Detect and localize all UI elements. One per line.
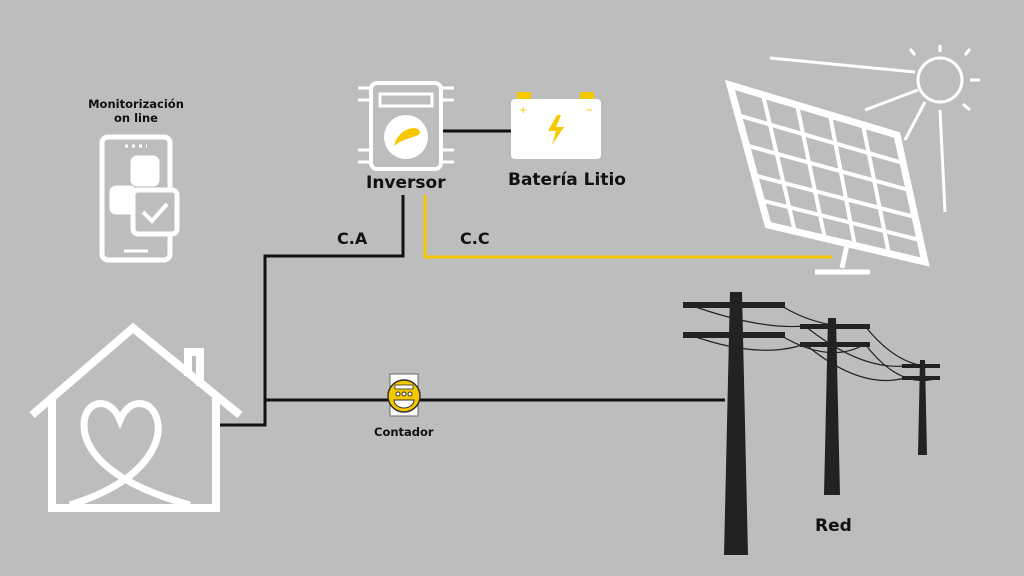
- monitoring-label: Monitorización on line: [86, 97, 186, 125]
- ac-label: C.A: [337, 229, 368, 248]
- monitoring-label-line2: on line: [114, 111, 158, 125]
- battery-label: Batería Litio: [508, 170, 626, 190]
- solar-panel-icon: [724, 79, 930, 275]
- inverter-label: Inversor: [366, 173, 446, 193]
- meter-label: Contador: [374, 425, 434, 439]
- inverter-icon: [358, 81, 454, 171]
- house-heart-icon: [29, 322, 243, 512]
- svg-text:+: +: [519, 105, 527, 116]
- dc-label: C.C: [460, 229, 490, 248]
- meter-icon: [387, 373, 421, 417]
- monitoring-label-line1: Monitorización: [88, 97, 184, 111]
- svg-text:−: −: [585, 105, 593, 116]
- grid-label: Red: [815, 516, 852, 536]
- dc-line: [423, 195, 832, 259]
- battery-icon: + −: [511, 92, 601, 159]
- sun-icon: [769, 45, 980, 213]
- ac-line: [218, 195, 405, 427]
- power-pole-icon: [683, 292, 940, 555]
- phone-monitoring-icon: [99, 134, 180, 263]
